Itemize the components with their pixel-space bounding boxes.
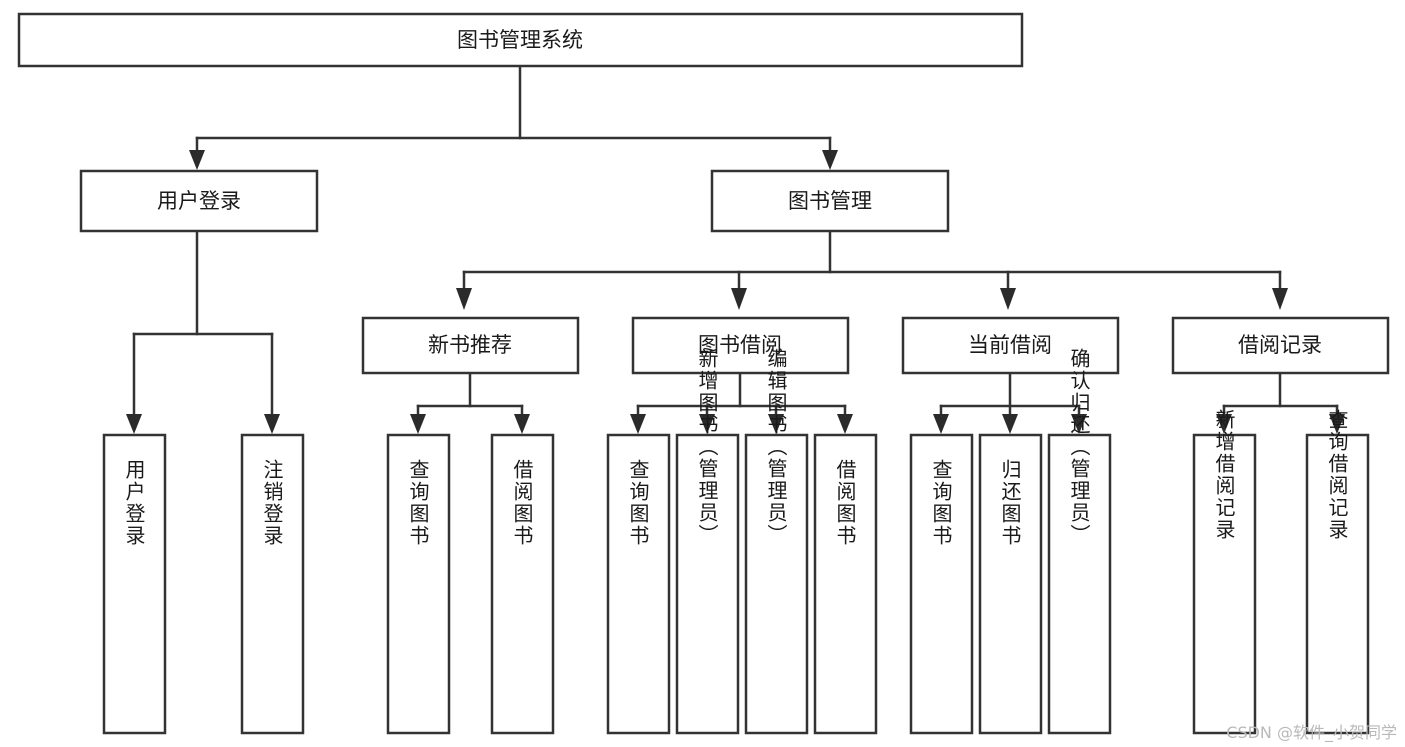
arrow-head-leaf-return-book <box>1002 414 1018 434</box>
node-new-book-recommend-box[interactable] <box>361 316 580 375</box>
node-new-book-recommend-label: 新书推荐 <box>428 333 512 357</box>
node-leaf-add-book-label: 新增图书（管理员） <box>695 348 719 546</box>
node-root-box[interactable] <box>17 12 1024 68</box>
node-book-manage-label: 图书管理 <box>788 189 872 213</box>
arrow-head-leaf-confirm-return <box>1071 414 1087 434</box>
node-leaf-query-book-2-label: 查询图书 <box>626 459 650 547</box>
arrow-head-leaf-borrow-book-2 <box>837 414 853 434</box>
connector-layer <box>126 64 1345 434</box>
node-book-manage[interactable]: 图书管理 <box>710 169 950 233</box>
node-leaf-add-book[interactable]: 新增图书（管理员） <box>675 348 740 735</box>
node-leaf-add-record[interactable]: 新增借阅记录 <box>1192 409 1257 735</box>
node-leaf-query-record-box[interactable] <box>1305 433 1370 735</box>
arrow-head-leaf-query-record <box>1329 414 1345 434</box>
node-leaf-query-record-label: 查询借阅记录 <box>1325 409 1349 541</box>
node-leaf-query-book-3-label: 查询图书 <box>929 459 953 547</box>
node-book-borrow-label: 图书借阅 <box>698 333 782 357</box>
node-leaf-borrow-book-2[interactable]: 借阅图书 <box>813 433 878 735</box>
node-leaf-query-book-3[interactable]: 查询图书 <box>909 433 974 735</box>
node-user-login[interactable]: 用户登录 <box>79 169 319 233</box>
node-leaf-borrow-book-1-box[interactable] <box>490 433 555 735</box>
arrow-head-leaf-add-record <box>1216 414 1232 434</box>
node-new-book-recommend[interactable]: 新书推荐 <box>361 316 580 375</box>
node-leaf-user-logout[interactable]: 注销登录 <box>240 433 305 735</box>
arrow-head-current-borrow <box>1000 288 1016 310</box>
node-leaf-add-book-box[interactable] <box>675 433 740 735</box>
node-leaf-confirm-return[interactable]: 确认归还（管理员） <box>1047 348 1112 735</box>
node-leaf-query-record[interactable]: 查询借阅记录 <box>1305 409 1370 735</box>
node-borrow-record[interactable]: 借阅记录 <box>1171 316 1390 375</box>
arrow-head-user-login <box>189 150 205 170</box>
arrow-head-leaf-query-book-3 <box>933 414 949 434</box>
node-leaf-return-book-box[interactable] <box>978 433 1043 735</box>
arrow-head-leaf-borrow-book-1 <box>514 414 530 434</box>
arrow-head-leaf-user-login <box>126 414 142 434</box>
node-leaf-user-login[interactable]: 用户登录 <box>102 433 167 735</box>
node-leaf-query-book-1[interactable]: 查询图书 <box>386 433 451 735</box>
node-leaf-return-book-label: 归还图书 <box>998 459 1022 547</box>
node-leaf-query-book-1-box[interactable] <box>386 433 451 735</box>
node-root-label: 图书管理系统 <box>457 28 583 52</box>
node-leaf-user-login-box[interactable] <box>102 433 167 735</box>
node-leaf-edit-book-box[interactable] <box>744 433 809 735</box>
node-leaf-borrow-book-1-label: 借阅图书 <box>510 459 534 547</box>
arrow-head-leaf-user-logout <box>264 414 280 434</box>
arrow-head-leaf-query-book-1 <box>410 414 426 434</box>
node-leaf-borrow-book-2-box[interactable] <box>813 433 878 735</box>
node-leaf-add-record-label: 新增借阅记录 <box>1212 409 1236 541</box>
node-leaf-user-login-label: 用户登录 <box>122 459 146 547</box>
node-book-borrow[interactable]: 图书借阅 <box>631 316 850 375</box>
arrow-head-leaf-query-book-2 <box>630 414 646 434</box>
arrow-head-leaf-add-book <box>699 414 715 434</box>
node-current-borrow-label: 当前借阅 <box>968 333 1052 357</box>
node-leaf-return-book[interactable]: 归还图书 <box>978 433 1043 735</box>
arrow-head-book-borrow <box>731 288 747 310</box>
node-current-borrow-box[interactable] <box>901 316 1120 375</box>
node-leaf-confirm-return-box[interactable] <box>1047 433 1112 735</box>
node-root[interactable]: 图书管理系统 <box>17 12 1024 68</box>
node-current-borrow[interactable]: 当前借阅 <box>901 316 1120 375</box>
node-leaf-query-book-3-box[interactable] <box>909 433 974 735</box>
arrow-head-borrow-record <box>1272 288 1288 310</box>
node-leaf-user-logout-box[interactable] <box>240 433 305 735</box>
node-leaf-edit-book[interactable]: 编辑图书（管理员） <box>744 348 809 735</box>
csdn-watermark: CSDN @软件_小贺同学 <box>1226 723 1397 742</box>
node-leaf-edit-book-label: 编辑图书（管理员） <box>764 348 788 546</box>
node-leaf-query-book-1-label: 查询图书 <box>406 459 430 547</box>
node-leaf-user-logout-label: 注销登录 <box>260 459 284 547</box>
arrow-head-new-book-recommend <box>456 288 472 310</box>
node-leaf-borrow-book-1[interactable]: 借阅图书 <box>490 433 555 735</box>
node-borrow-record-label: 借阅记录 <box>1238 333 1322 357</box>
node-leaf-confirm-return-label: 确认归还（管理员） <box>1067 348 1091 546</box>
node-user-login-box[interactable] <box>79 169 319 233</box>
node-book-manage-box[interactable] <box>710 169 950 233</box>
node-user-login-label: 用户登录 <box>157 189 241 213</box>
node-leaf-query-book-2-box[interactable] <box>606 433 671 735</box>
node-leaf-query-book-2[interactable]: 查询图书 <box>606 433 671 735</box>
node-leaf-add-record-box[interactable] <box>1192 433 1257 735</box>
arrow-head-book-manage <box>822 150 838 170</box>
node-book-borrow-box[interactable] <box>631 316 850 375</box>
node-leaf-borrow-book-2-label: 借阅图书 <box>833 459 857 547</box>
node-borrow-record-box[interactable] <box>1171 316 1390 375</box>
arrow-head-leaf-edit-book <box>768 414 784 434</box>
